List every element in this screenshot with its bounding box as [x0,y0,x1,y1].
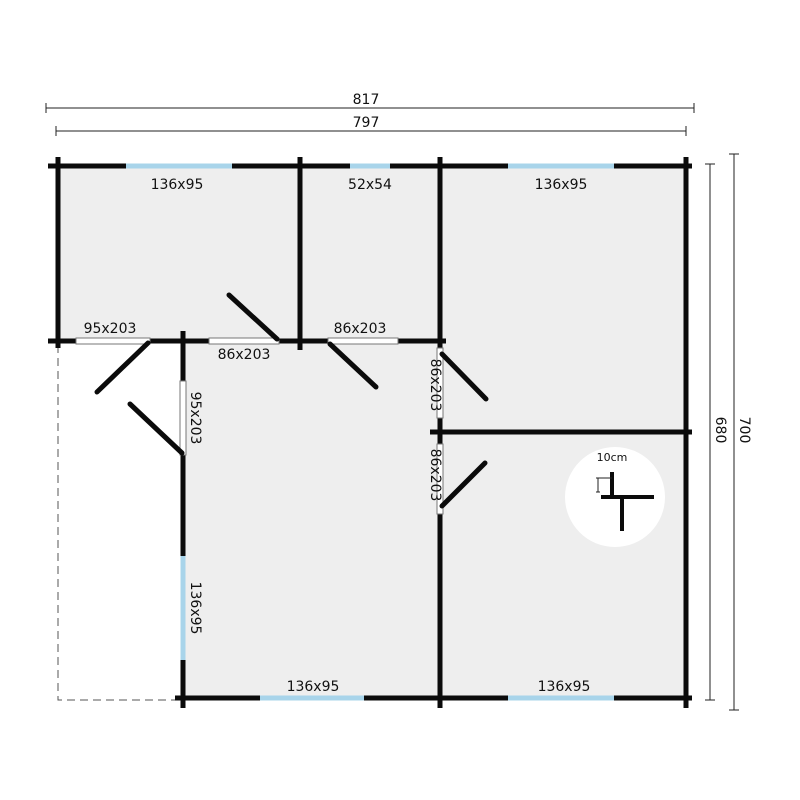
door-labels: 95x203 86x203 86x203 95x203 86x203 86x20… [84,321,443,501]
door-label-right-upper: 86x203 [427,359,443,412]
door-gap-top-middle [327,337,399,345]
door-leaf-right-lower [439,460,488,509]
door-leaf-top-left [226,292,280,342]
room-hall-floor [183,341,440,698]
floor-areas [58,166,684,698]
room-top-left-floor [58,166,300,341]
dim-817-label: 817 [353,92,380,108]
door-label-right-lower: 86x203 [427,449,443,502]
windows [126,163,614,701]
door-leaves [94,292,489,509]
window-label-bottom-middle: 136x95 [287,679,340,695]
door-leaf-terrace [94,340,151,395]
door-gap-right-lower [436,443,444,515]
door-openings [75,337,444,515]
dim-700-label: 700 [736,417,752,444]
dimension-lines: 817 797 700 680 [45,92,752,711]
door-leaf-top-middle [327,341,379,390]
dim-797-label: 797 [353,115,380,131]
window-label-bottom-right: 136x95 [538,679,591,695]
door-gap-top-left [208,337,280,345]
window-label-top-middle: 52x54 [348,177,392,193]
room-top-right-floor [440,166,684,432]
room-top-middle-floor [300,166,440,341]
door-label-hall-left: 95x203 [187,392,203,445]
door-gap-right-upper [436,347,444,419]
legend-label: 10cm [597,451,628,464]
door-label-terrace: 95x203 [84,321,137,337]
window-label-top-left: 136x95 [151,177,204,193]
door-gap-hall-left [179,380,187,456]
door-label-top-middle: 86x203 [334,321,387,337]
door-label-top-left: 86x203 [218,347,271,363]
window-labels: 136x95 52x54 136x95 136x95 136x95 136x95 [151,177,591,695]
door-gap-terrace [75,337,151,345]
door-leaf-right-upper [439,351,489,402]
window-label-top-right: 136x95 [535,177,588,193]
wall-thickness-legend: 10cm [565,447,665,547]
terrace-outline [57,345,183,701]
dim-680-label: 680 [712,417,728,444]
window-label-side-left: 136x95 [187,582,203,635]
door-leaf-hall-left [127,401,185,456]
